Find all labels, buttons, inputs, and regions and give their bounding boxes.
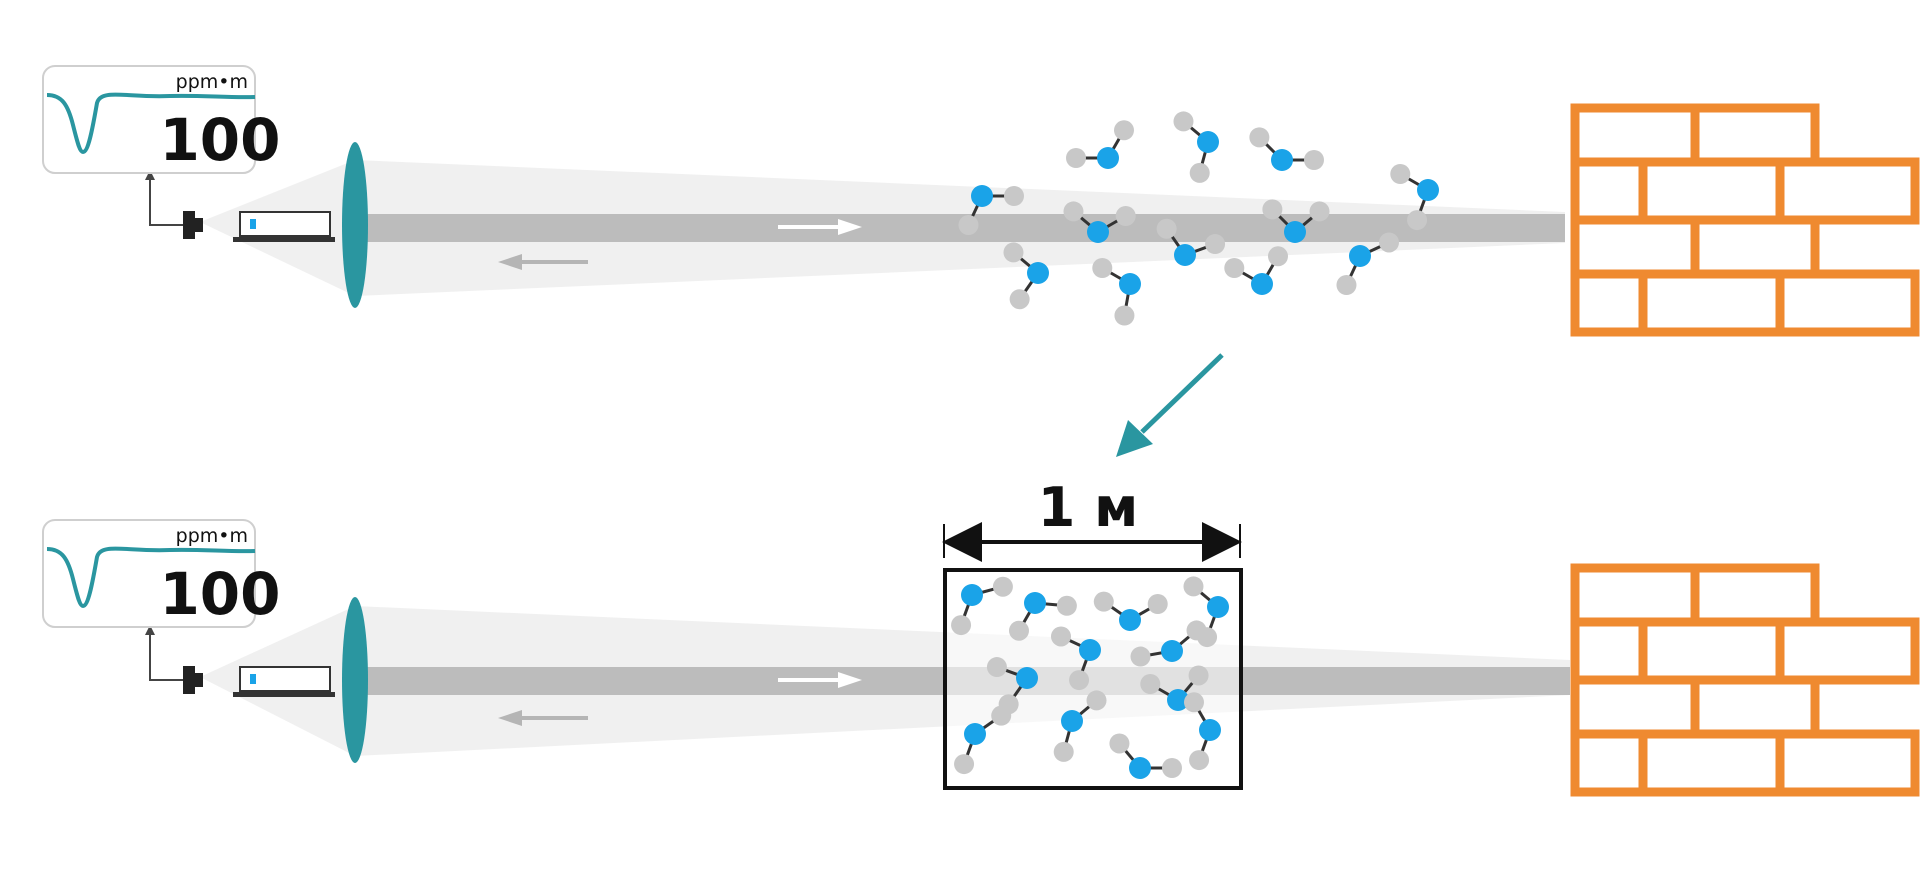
molecule-icon (1050, 626, 1101, 691)
molecule-icon (1184, 692, 1221, 771)
molecule-cloud (958, 111, 1439, 326)
meter-unit: ppm•m (176, 525, 248, 547)
lens-icon (342, 142, 368, 308)
wall-icon (1570, 563, 1920, 797)
molecule-icon (1130, 620, 1207, 667)
molecule-icon (1109, 733, 1182, 779)
molecule-icon (1173, 111, 1219, 183)
top-panel: ppm•m 100 (42, 65, 1920, 337)
molecule-icon (1063, 201, 1136, 243)
detector-icon (145, 170, 203, 239)
wall-icon (1570, 103, 1920, 337)
molecule-icon (1224, 246, 1288, 295)
molecule-icon (951, 576, 1013, 636)
molecule-icon (1093, 591, 1168, 631)
molecule-icon (1156, 218, 1226, 266)
lens-icon (342, 597, 368, 763)
molecule-icon (954, 705, 1012, 775)
return-arrow-icon (498, 710, 588, 726)
outgoing-arrow-icon (778, 672, 862, 688)
meter-display-icon: ppm•m 100 (42, 519, 281, 628)
laser-emitter-icon (233, 666, 335, 697)
bottom-panel: ppm•m 100 1 м (42, 476, 1920, 797)
zoom-arrow-icon (1116, 353, 1224, 457)
molecule-icon (1009, 592, 1077, 641)
meter-display-icon: ppm•m 100 (42, 65, 281, 174)
meter-value: 100 (159, 106, 280, 174)
molecule-icon (958, 185, 1024, 236)
molecule-icon (1092, 258, 1141, 326)
molecule-icon (1140, 665, 1209, 711)
molecule-icon (1262, 199, 1330, 243)
molecule-icon (1066, 120, 1134, 169)
laser-emitter-icon (233, 211, 335, 242)
return-arrow-icon (498, 254, 588, 270)
outgoing-arrow-icon (778, 219, 862, 235)
detector-icon (145, 625, 203, 694)
molecule-icon (1003, 242, 1049, 310)
molecule-group (951, 576, 1229, 779)
dimension-indicator: 1 м (942, 476, 1242, 562)
molecule-icon (1249, 127, 1324, 171)
molecule-icon (1390, 164, 1439, 231)
molecule-icon (1053, 690, 1107, 762)
molecule-icon (1336, 232, 1400, 296)
dimension-label: 1 м (1038, 476, 1139, 539)
meter-value: 100 (159, 560, 280, 628)
meter-unit: ppm•m (176, 71, 248, 93)
